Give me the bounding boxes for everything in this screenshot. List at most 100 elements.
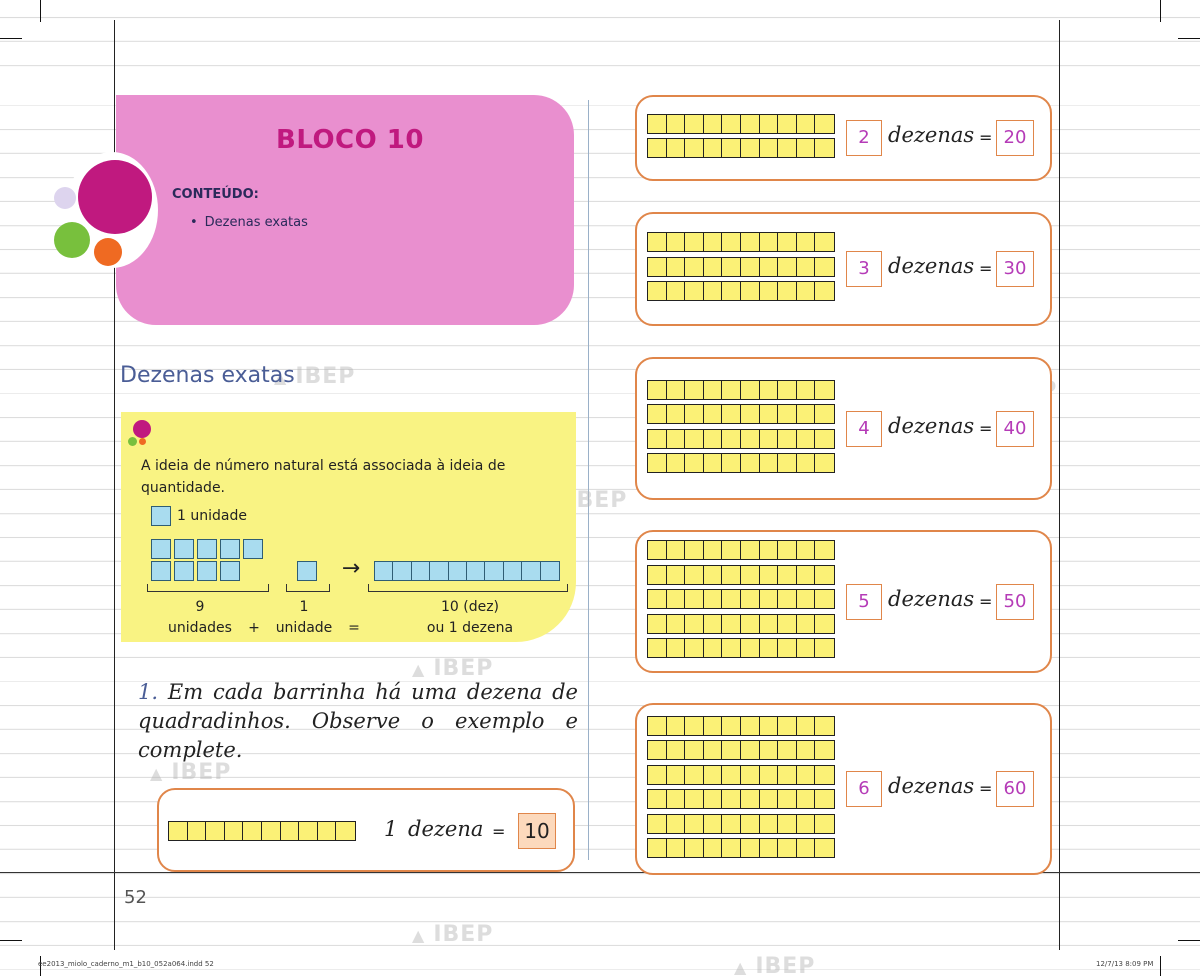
ten-bar [647,404,835,424]
ten-bar [647,428,835,449]
exercise-number: 1. [138,680,159,704]
caption-ten: 10 (dez) ou 1 dezena [380,597,560,639]
unit-square [197,561,217,581]
bottom-rule [0,872,1200,873]
right-page-margin [1059,20,1060,950]
tens-word: dezenas [888,254,975,278]
caption-nine-word: unidades [168,620,232,636]
equals-sign: = [979,418,993,438]
caption-one: 1 unidade [268,597,340,639]
ten-bar [647,540,835,561]
tens-value-box: 60 [996,771,1034,807]
example-word: dezena [408,817,484,841]
watermark: IBEP [412,656,493,681]
equals-sign: = [979,128,993,147]
tens-count-box: 6 [846,771,882,807]
unit-square [220,561,240,581]
ten-bar [647,113,835,134]
unit-square [174,561,194,581]
crop-mark [1178,940,1200,941]
block-title: BLOCO 10 [276,125,424,155]
ten-bar [647,256,835,277]
ten-bar [647,764,835,785]
decor-circle-lilac [54,187,76,209]
crop-mark [1160,956,1161,976]
decor-circle-magenta [78,160,152,234]
example-bar [168,821,356,841]
ten-bar [647,838,835,858]
plus-sign: + [248,620,260,636]
decor-dot-magenta [133,420,151,438]
watermark: IBEP [412,922,493,947]
ten-bar [647,379,835,400]
crop-mark [1160,0,1161,22]
watermark: IBEP [274,364,355,389]
ten-bar [647,613,835,634]
tens-value-box: 20 [996,120,1034,156]
watermark: IBEP [150,760,231,785]
ten-bar [647,789,835,809]
crop-mark [40,0,41,22]
unit-square [174,539,194,559]
exercise-text: Em cada barrinha há uma dezena de quadra… [138,680,578,762]
unit-legend: 1 unidade [151,506,247,526]
block-header-box [116,95,574,325]
page-number: 52 [124,887,147,908]
tens-count-box: 2 [846,120,882,156]
decor-circle-orange [94,238,122,266]
example-value: 10 [518,813,556,849]
ten-bar [647,453,835,473]
ten-bar [647,638,835,659]
example-equals: = [492,822,506,841]
equals-sign: = [979,591,993,611]
crop-mark [0,940,22,941]
caption-nine: 9 unidades [150,597,250,639]
tens-count-box: 5 [846,583,882,620]
unit-square [243,539,263,559]
ten-bar [647,281,835,302]
caption-one-number: 1 [299,599,309,615]
caption-ten-number: 10 (dez) [440,599,500,615]
footer-file-info: ee2013_miolo_caderno_m1_b10_052a064.indd… [38,960,214,968]
tens-value-box: 40 [996,410,1034,447]
crop-mark [0,38,22,39]
unit-square [151,561,171,581]
unit-square [197,539,217,559]
decor-dot-green [128,437,137,446]
ten-bar [647,232,835,253]
unit-label: 1 unidade [177,508,247,524]
equals-sign: = [979,259,993,278]
equals-sign: = [348,620,360,636]
caption-ten-word: ou 1 dezena [426,620,514,636]
section-title: Dezenas exatas [120,363,295,388]
tens-word: dezenas [888,123,975,147]
ten-bar [647,138,835,158]
tens-count-box: 4 [846,410,882,447]
decor-dot-orange [139,438,146,445]
nine-units-group [151,539,264,581]
tens-value-box: 30 [996,251,1034,287]
tens-count-box: 3 [846,251,882,287]
tens-word: dezenas [888,413,975,438]
tens-word: dezenas [888,774,975,798]
tens-word: dezenas [888,586,975,611]
footer-timestamp: 12/7/13 8:09 PM [1096,960,1154,968]
watermark: IBEP [734,954,815,976]
brace-nine [147,584,269,592]
unit-square [151,539,171,559]
unit-square [151,506,171,526]
caption-nine-number: 9 [195,599,205,615]
info-text: A ideia de número natural está associada… [141,458,506,496]
content-label: CONTEÚDO: [172,187,259,202]
brace-ten [368,584,568,592]
ten-bar [647,715,835,736]
ten-bar [374,561,560,581]
info-box [121,412,576,642]
crop-mark [1178,38,1200,39]
decor-circle-green [54,222,90,258]
caption-one-word: unidade [275,620,333,636]
tens-value-box: 50 [996,583,1034,620]
example-count: 1 [384,817,398,841]
equals-sign: = [979,779,993,798]
ten-bar [647,813,835,834]
